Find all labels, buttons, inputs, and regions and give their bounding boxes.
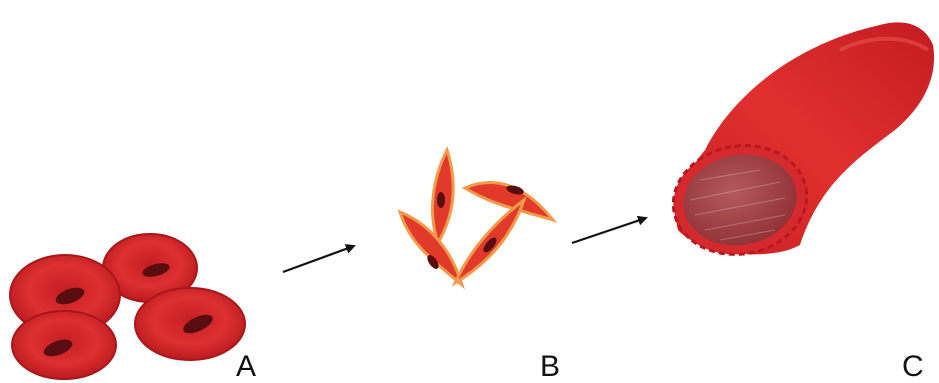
- blood-vessel-tube-icon: [665, 22, 934, 264]
- stage-label-c: C: [902, 352, 924, 382]
- right-arrow-icon: [572, 218, 646, 243]
- round-cell: [12, 311, 116, 379]
- spindle-cell: [455, 200, 524, 283]
- spindle-cell: [400, 212, 462, 285]
- spindle-cell: [432, 150, 453, 243]
- spindle-cells-icon: [400, 150, 553, 285]
- right-arrow-icon: [283, 246, 354, 272]
- round-cell: [135, 288, 245, 360]
- stage-label-a: A: [236, 352, 256, 382]
- round-cells-cluster-icon: [10, 234, 245, 379]
- stage-label-b: B: [540, 352, 560, 382]
